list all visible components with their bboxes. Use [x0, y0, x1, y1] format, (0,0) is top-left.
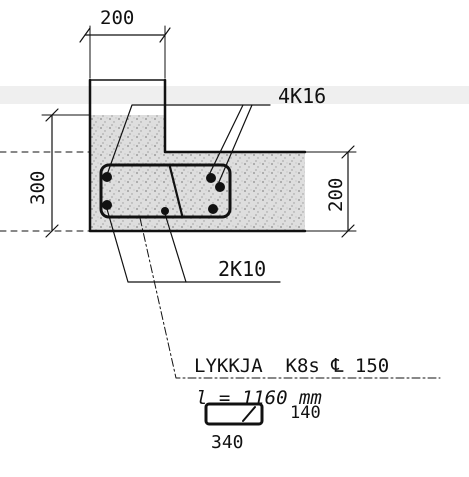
leader-stirrups: LYKKJA K8s ℄ 150 l = 1160 mm: [139, 217, 441, 409]
stirrup-shape-height-label: 140: [290, 403, 321, 423]
slab-extension-lines: [0, 151, 91, 232]
slab-context-band: [0, 86, 469, 104]
rebar-group: [102, 172, 225, 215]
web-width-label: 200: [100, 7, 134, 29]
rebar-top-left: [102, 172, 112, 182]
stirrup-shape-width-label: 340: [211, 432, 244, 453]
dimension-total-height: 300: [27, 108, 91, 238]
stirrup-spec-label: LYKKJA K8s ℄ 150: [194, 355, 389, 377]
rebar-right-1: [206, 173, 216, 183]
leader-top-bars: 4K16: [107, 84, 326, 183]
total-height-label: 300: [27, 171, 49, 205]
rebar-bottom-left: [102, 200, 112, 210]
rebar-right-3: [208, 204, 218, 214]
dimension-web-width: 200: [79, 7, 171, 79]
rebar-right-2: [215, 182, 225, 192]
slab-thickness-label: 200: [325, 178, 347, 212]
bottom-bars-label: 2K10: [218, 257, 266, 281]
rebar-center: [161, 207, 169, 215]
stirrup-shape-detail: 140 340: [204, 402, 321, 453]
dimension-slab-thickness: 200: [304, 145, 357, 238]
top-bars-label: 4K16: [278, 84, 326, 108]
leader-bottom-bars: 2K10: [106, 208, 281, 283]
